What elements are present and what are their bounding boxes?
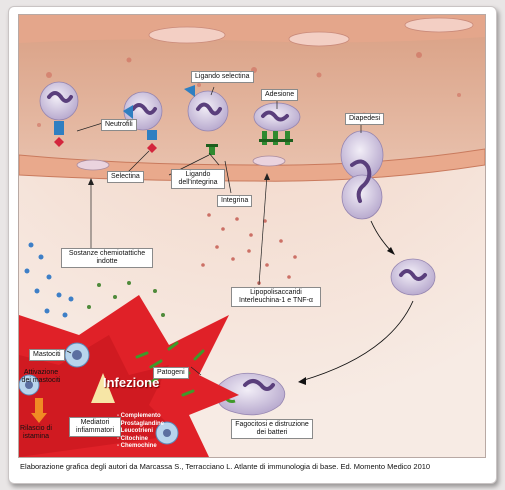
label-patogeni: Patogeni xyxy=(153,367,189,379)
mast-cell-3 xyxy=(155,421,179,445)
label-neutrofili: Neutrofili xyxy=(101,119,137,131)
neutrophil-rolling-1 xyxy=(39,81,79,121)
vessel-top-wall xyxy=(19,15,485,43)
mediator-item: - Leucotrieni xyxy=(117,428,154,434)
label-adesione: Adesione xyxy=(261,89,299,101)
pointer-arrowheads xyxy=(88,173,270,185)
illustration xyxy=(19,15,485,457)
label-mediatori-infiammatori: Mediatori infiammatori xyxy=(69,417,121,437)
mediator-item: - Citochine xyxy=(117,435,148,442)
mediator-item: - Prostaglandine xyxy=(117,420,165,427)
neutrophil-phagocytosis xyxy=(216,372,286,416)
selectin-markers xyxy=(54,85,195,153)
label-integrina: Integrina xyxy=(217,195,253,207)
neutrophil-migrating xyxy=(390,258,436,296)
neutrophil-diapedesis xyxy=(340,130,384,220)
label-sostanze-chemiotattiche: Sostanze chemiotattiche indotte xyxy=(61,248,153,268)
label-ligando-integrina: Ligando dell'integrina xyxy=(171,169,225,189)
integrin-markers xyxy=(206,131,293,155)
label-infezione: Infezione xyxy=(103,375,160,390)
label-fagocitosi: Fagocitosi e distruzione dei batteri xyxy=(231,419,313,439)
figure-caption: Elaborazione grafica degli autori da Mar… xyxy=(20,462,431,471)
mediator-item: - Complemento xyxy=(117,413,161,419)
label-lipopolisaccaridi: Lipopolisaccaridi Interleuchina-1 e TNF-… xyxy=(231,287,321,307)
mediator-item: - Chemochine xyxy=(117,443,157,449)
label-attivazione-mastociti: Attivazione dei mastociti xyxy=(21,369,61,384)
neutrophil-adhered xyxy=(253,102,301,132)
mast-cell-2 xyxy=(19,374,40,396)
mediator-list: - Complemento - Prostaglandine - Leucotr… xyxy=(117,413,164,451)
chemo-red-dots xyxy=(201,213,297,285)
mast-cell-1 xyxy=(64,342,90,368)
label-ligando-selectina: Ligando selectina xyxy=(191,71,254,83)
label-mastociti: Mastociti xyxy=(29,349,65,361)
mediator-triangle xyxy=(91,373,115,403)
neutrophil-rolling-3 xyxy=(187,90,229,132)
label-selectina: Selectina xyxy=(107,171,144,183)
label-diapedesi: Diapedesi xyxy=(345,113,385,125)
label-rilascio-istamina: Rilascio di istamina xyxy=(20,425,52,440)
histamine-release-arrow xyxy=(31,398,47,423)
diagram-canvas: Ligando selectina Adesione Neutrofili Di… xyxy=(18,14,486,458)
